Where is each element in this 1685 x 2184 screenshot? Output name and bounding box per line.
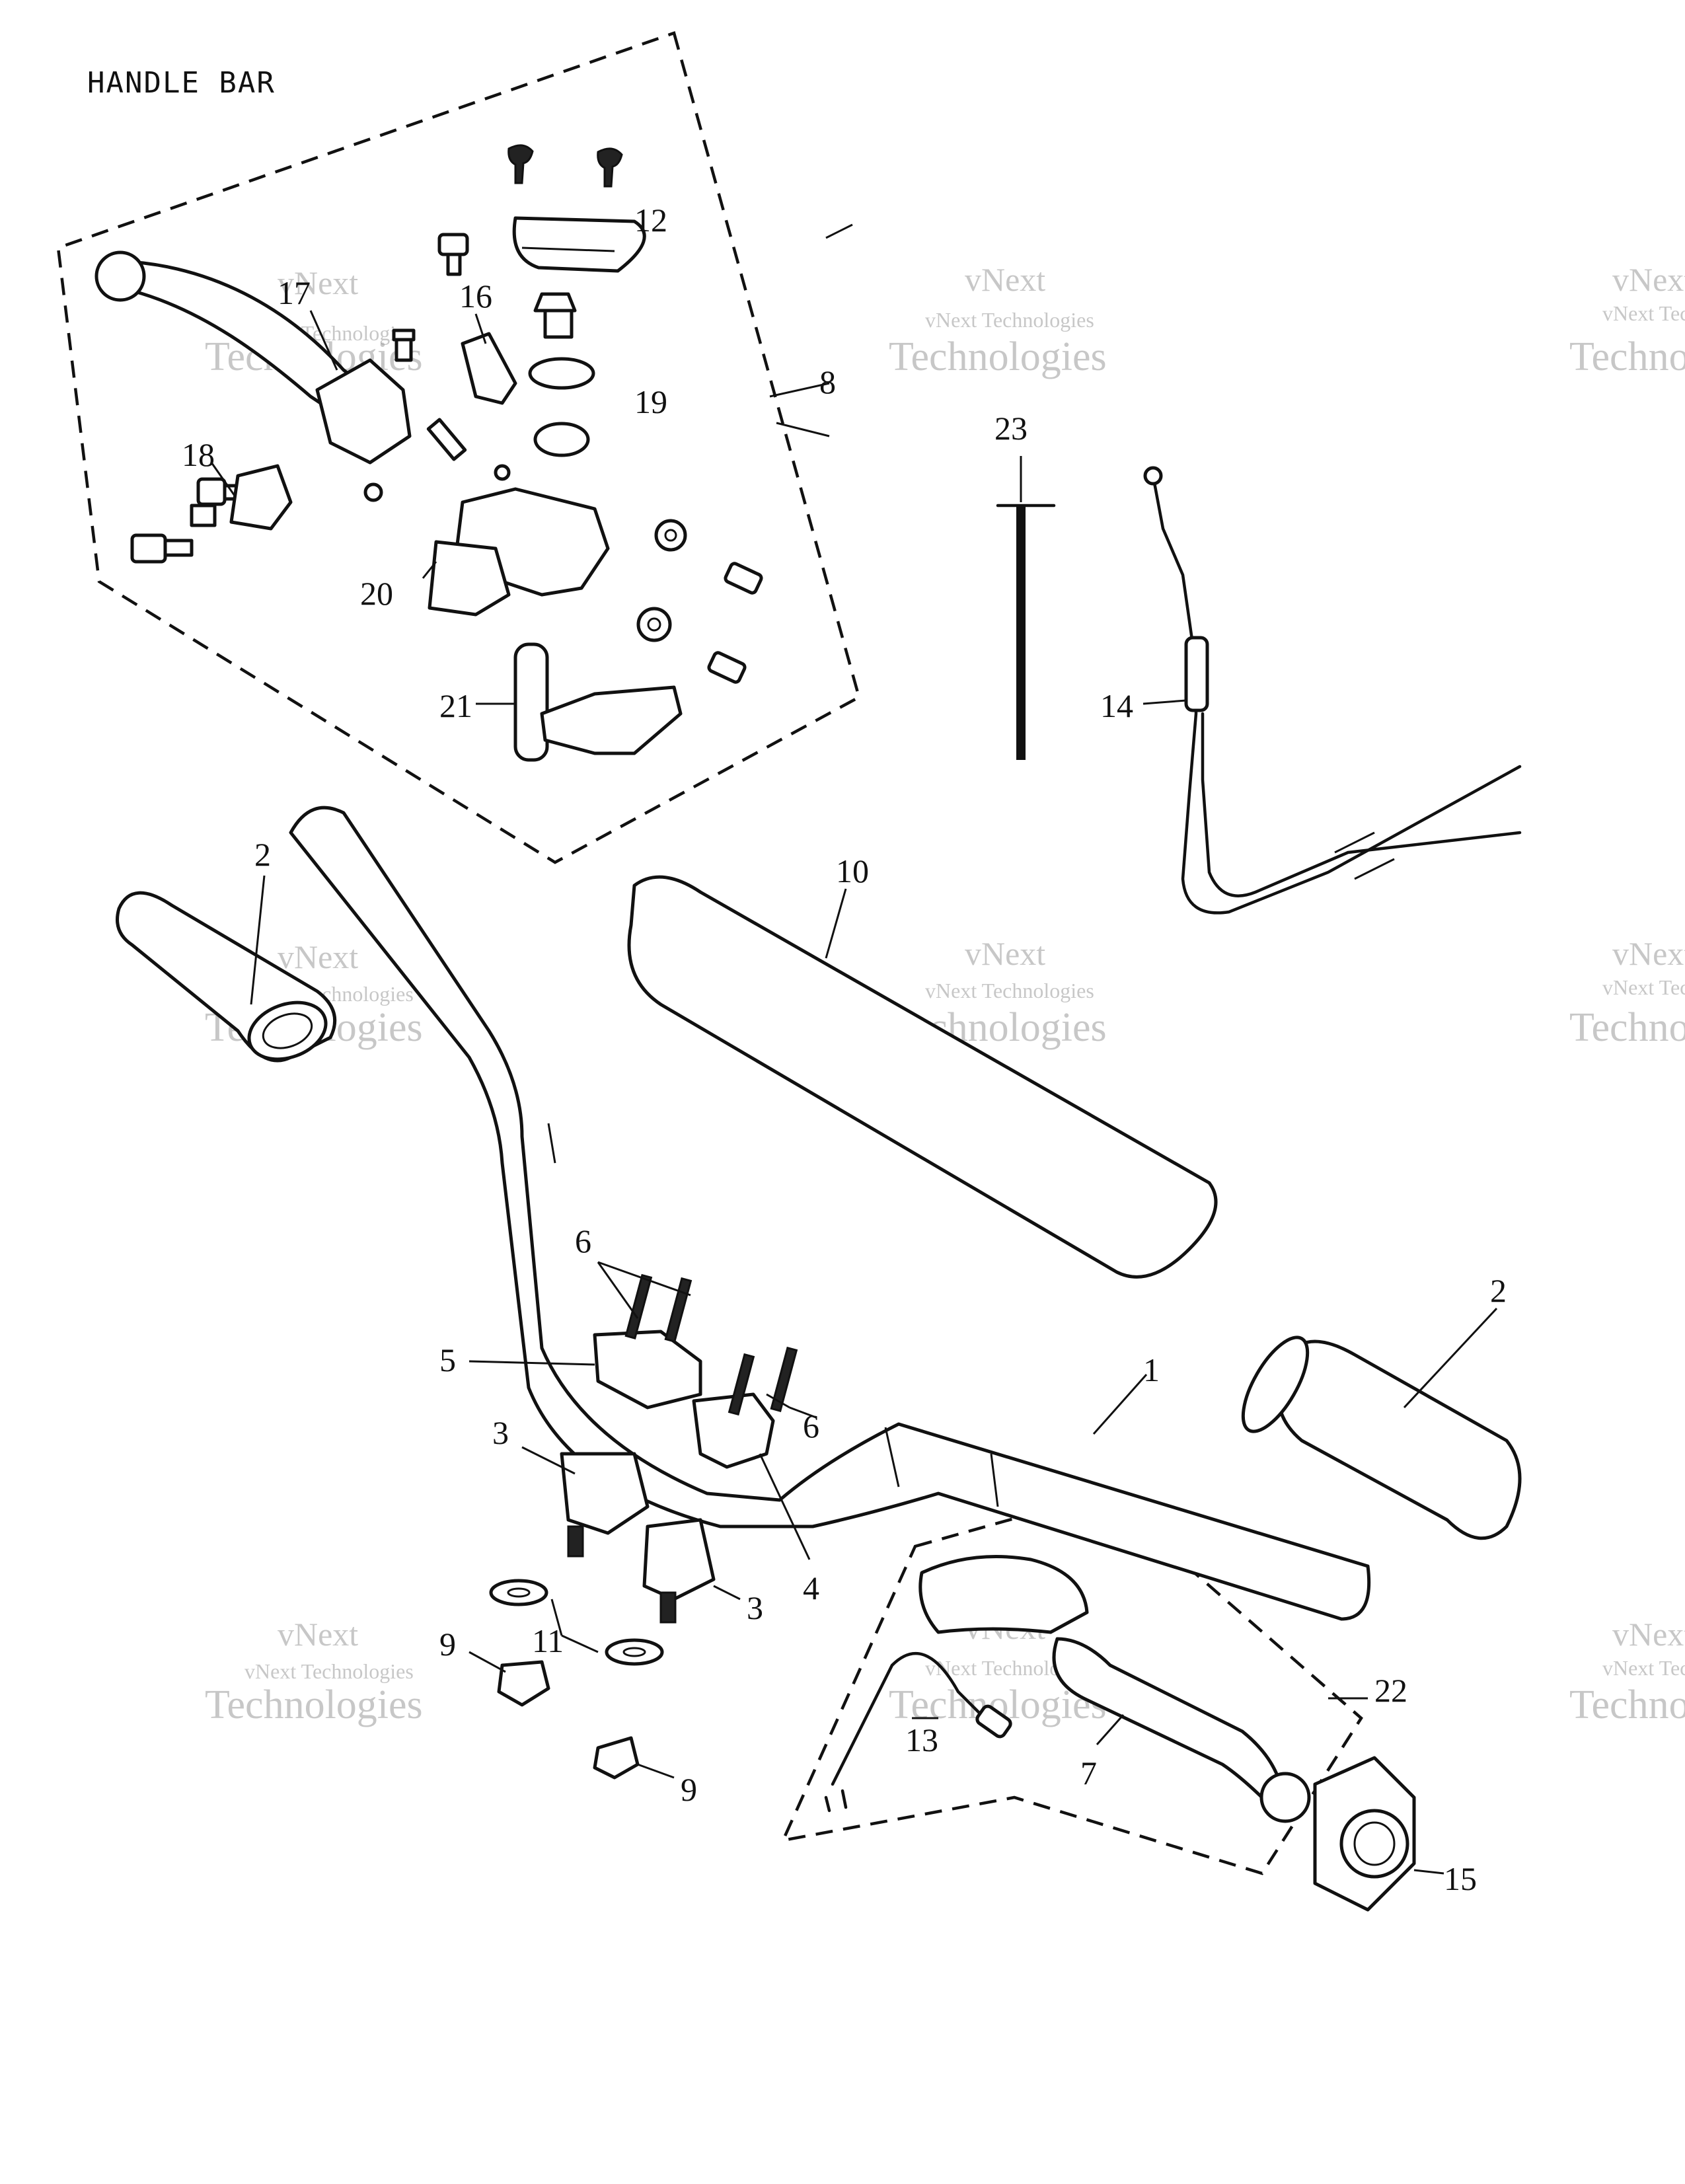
svg-text:Technologies: Technologies bbox=[1569, 1005, 1685, 1050]
svg-text:vNext Technologies: vNext Technologies bbox=[1602, 1656, 1685, 1680]
callout-16: 16 bbox=[459, 278, 492, 315]
callout-labels: 1 2 2 3 3 4 5 6 6 7 8 9 9 10 11 12 13 14… bbox=[182, 202, 1507, 1897]
svg-text:vNext: vNext bbox=[278, 264, 358, 301]
callout-18: 18 bbox=[182, 436, 215, 473]
clutch-perch bbox=[918, 1555, 1089, 1634]
svg-text:Technologies: Technologies bbox=[205, 1682, 423, 1727]
svg-text:Technologies: Technologies bbox=[889, 334, 1107, 379]
svg-text:Technologies: Technologies bbox=[1569, 334, 1685, 379]
lower-risers bbox=[560, 1452, 716, 1624]
callout-6-lower: 6 bbox=[803, 1408, 819, 1445]
svg-text:vNext Technologies: vNext Technologies bbox=[925, 979, 1094, 1002]
clutch-switch-wire bbox=[824, 1651, 1012, 1813]
svg-text:vNext Technologies: vNext Technologies bbox=[1602, 301, 1685, 325]
callout-6-upper: 6 bbox=[575, 1223, 591, 1260]
watermark-bottom-left: vNext vNext Technologies Technologies bbox=[205, 1616, 423, 1727]
callout-14: 14 bbox=[1100, 687, 1133, 724]
master-cylinder-body bbox=[363, 464, 610, 617]
callout-5: 5 bbox=[439, 1341, 456, 1378]
svg-text:vNext: vNext bbox=[1612, 935, 1685, 972]
handlebar-tube bbox=[289, 806, 1371, 1621]
lever-pivot-clamp bbox=[190, 464, 293, 531]
callout-8: 8 bbox=[819, 363, 836, 400]
callout-23: 23 bbox=[994, 410, 1028, 447]
callout-2-right-grip: 2 bbox=[1490, 1272, 1507, 1309]
watermark-top-right: vNext vNext Technologies Technologies bbox=[1569, 261, 1685, 379]
left-grip bbox=[116, 891, 337, 1063]
throttle-tube bbox=[513, 642, 683, 762]
svg-text:vNext: vNext bbox=[278, 1616, 358, 1653]
svg-text:vNext: vNext bbox=[278, 938, 358, 975]
watermark-mid-right: vNext vNext Technologies Technologies bbox=[1569, 935, 1685, 1050]
reservoir-cap bbox=[512, 216, 646, 273]
watermark-bottom-right: vNext vNext Technologies Technologies bbox=[1569, 1616, 1685, 1727]
washers-and-nuts bbox=[489, 1579, 664, 1780]
callout-19: 19 bbox=[634, 383, 667, 420]
small-bolts bbox=[130, 233, 469, 564]
callout-20: 20 bbox=[360, 575, 393, 612]
sight-glass-parts bbox=[528, 292, 595, 457]
watermark-top-center: vNext vNext Technologies Technologies bbox=[889, 261, 1107, 379]
callout-17: 17 bbox=[278, 274, 311, 311]
reservoir-screws bbox=[507, 144, 623, 188]
callout-13: 13 bbox=[905, 1721, 938, 1758]
callout-3-lower-riser: 3 bbox=[747, 1589, 763, 1626]
clamp-bolts bbox=[624, 1273, 798, 1416]
right-grip bbox=[1241, 1336, 1522, 1540]
handlebar-pad bbox=[627, 875, 1218, 1279]
callout-3-upper-riser: 3 bbox=[492, 1414, 509, 1451]
svg-text:vNext: vNext bbox=[1612, 261, 1685, 298]
callout-4: 4 bbox=[803, 1569, 819, 1606]
callout-22: 22 bbox=[1374, 1672, 1407, 1709]
svg-text:vNext Technologies: vNext Technologies bbox=[244, 1659, 414, 1683]
callout-1: 1 bbox=[1143, 1351, 1160, 1388]
brake-lever bbox=[94, 250, 412, 465]
diagram-title: HANDLE BAR bbox=[87, 66, 276, 100]
svg-text:vNext Technologies: vNext Technologies bbox=[1602, 975, 1685, 999]
callout-7: 7 bbox=[1080, 1754, 1097, 1791]
svg-text:vNext: vNext bbox=[965, 935, 1045, 972]
callout-9-lower-nut: 9 bbox=[681, 1771, 697, 1808]
callout-11: 11 bbox=[532, 1622, 564, 1659]
cotter-pin bbox=[996, 504, 1056, 760]
callout-9-upper-nut: 9 bbox=[439, 1626, 456, 1663]
svg-text:vNext Technologies: vNext Technologies bbox=[925, 308, 1094, 332]
bar-end-weight bbox=[1313, 1756, 1416, 1912]
svg-text:vNext: vNext bbox=[965, 261, 1045, 298]
callout-10: 10 bbox=[836, 852, 869, 889]
svg-text:vNext: vNext bbox=[1612, 1616, 1685, 1653]
svg-text:Technologies: Technologies bbox=[1569, 1682, 1685, 1727]
callout-12: 12 bbox=[634, 202, 667, 239]
callout-15: 15 bbox=[1444, 1860, 1477, 1897]
lever-bracket bbox=[461, 332, 517, 405]
clutch-lever bbox=[1052, 1637, 1311, 1823]
callout-21: 21 bbox=[439, 687, 472, 724]
upper-clamps bbox=[593, 1330, 775, 1469]
banjo-fittings bbox=[636, 519, 763, 684]
callout-2-left-grip: 2 bbox=[254, 836, 271, 873]
throttle-cable bbox=[1143, 466, 1522, 915]
leader-lines bbox=[210, 223, 1498, 1875]
